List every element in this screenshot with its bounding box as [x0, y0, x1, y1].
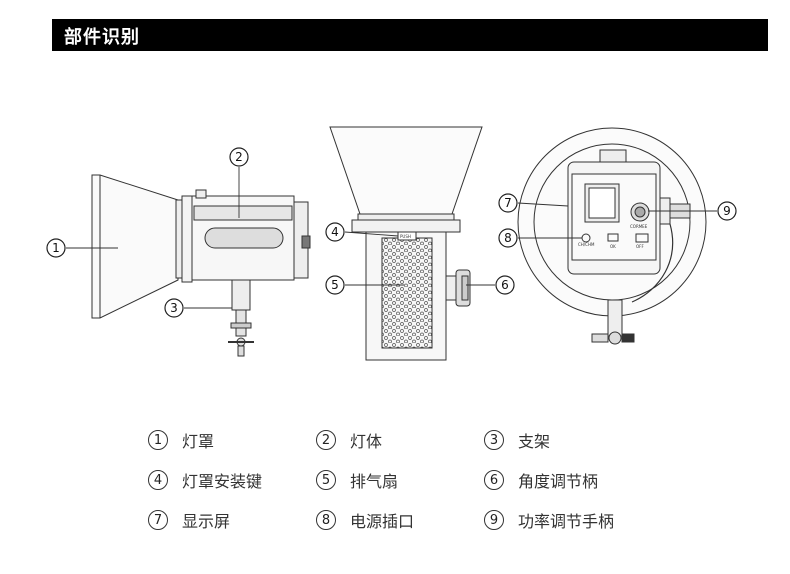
legend-row: 7 显示屏 8 电源插口 9 功率调节手柄 — [148, 502, 668, 538]
callout-1-number: 1 — [52, 241, 60, 255]
legend-number: 7 — [148, 510, 168, 530]
side-view — [91, 174, 311, 357]
legend-label: 显示屏 — [182, 512, 231, 531]
rear-view: CORMEE CH/CHM OK OFF — [517, 127, 707, 345]
legend-number: 5 — [316, 470, 336, 490]
legend-item-lamp-body: 2 灯体 — [316, 428, 484, 452]
legend-number: 9 — [484, 510, 504, 530]
btn-label-text: OK — [610, 244, 616, 249]
callout-4-number: 4 — [331, 225, 339, 239]
legend-item-display: 7 显示屏 — [148, 508, 316, 532]
front-view: PUSH — [329, 126, 483, 361]
leader-lines — [66, 167, 717, 309]
callout-1: 1 — [46, 238, 66, 258]
callout-8: 8 — [498, 228, 518, 248]
legend-item-exhaust-fan: 5 排气扇 — [316, 468, 484, 492]
callout-3: 3 — [164, 298, 184, 318]
section-title: 部件识别 — [64, 27, 140, 48]
callout-9: 9 — [717, 201, 737, 221]
legend-row: 4 灯罩安装键 5 排气扇 6 角度调节柄 — [148, 462, 668, 498]
callout-8-number: 8 — [504, 231, 512, 245]
legend-item-bracket: 3 支架 — [484, 428, 652, 452]
legend-label: 支架 — [518, 432, 551, 451]
callout-5: 5 — [325, 275, 345, 295]
legend-number: 6 — [484, 470, 504, 490]
legend-label: 灯罩 — [182, 432, 215, 451]
legend-item-lamp-shade: 1 灯罩 — [148, 428, 316, 452]
legend-item-shade-mount-key: 4 灯罩安装键 — [148, 468, 316, 492]
legend-label: 功率调节手柄 — [518, 512, 615, 531]
callout-6-number: 6 — [501, 278, 509, 292]
front-reflector-shape — [329, 126, 483, 215]
callout-4: 4 — [325, 222, 345, 242]
reflector-shape — [91, 174, 179, 319]
legend-label: 灯罩安装键 — [182, 472, 263, 491]
legend-number: 3 — [484, 430, 504, 450]
brand-text: CORMEE — [630, 224, 648, 229]
callout-2: 2 — [229, 147, 249, 167]
legend-number: 8 — [316, 510, 336, 530]
legend-label: 排气扇 — [350, 472, 399, 491]
legend-item-power-knob: 9 功率调节手柄 — [484, 508, 652, 532]
callout-9-number: 9 — [723, 204, 731, 218]
callout-7: 7 — [498, 193, 518, 213]
parts-legend: 1 灯罩 2 灯体 3 支架 4 灯罩安装键 5 排气扇 6 角度调节柄 7 显… — [148, 422, 668, 542]
callout-3-number: 3 — [170, 301, 178, 315]
callout-5-number: 5 — [331, 278, 339, 292]
legend-number: 1 — [148, 430, 168, 450]
legend-item-angle-handle: 6 角度调节柄 — [484, 468, 652, 492]
callout-6: 6 — [495, 275, 515, 295]
power-label-text: OFF — [636, 244, 644, 249]
legend-row: 1 灯罩 2 灯体 3 支架 — [148, 422, 668, 458]
product-diagram: PUSH CORMEE CH/CHM OK OFF — [46, 126, 737, 361]
legend-number: 2 — [316, 430, 336, 450]
callout-7-number: 7 — [504, 196, 512, 210]
mode-label-text: CH/CHM — [578, 242, 595, 247]
legend-label: 角度调节柄 — [518, 472, 599, 491]
legend-label: 电源插口 — [350, 512, 415, 531]
legend-item-power-socket: 8 电源插口 — [316, 508, 484, 532]
mount-tag-text: PUSH — [400, 234, 411, 239]
callout-2-number: 2 — [235, 150, 243, 164]
section-header: 部件识别 — [52, 19, 768, 51]
legend-label: 灯体 — [350, 432, 383, 451]
legend-number: 4 — [148, 470, 168, 490]
